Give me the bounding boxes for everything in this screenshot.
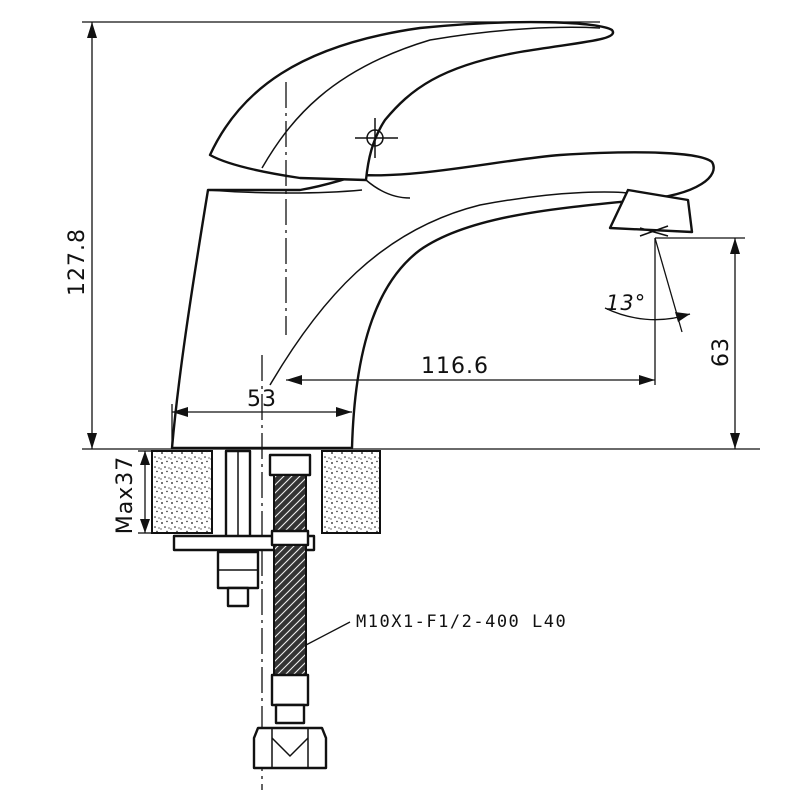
aerator-mark-1: [639, 225, 669, 237]
hose-ferrule: [270, 673, 310, 707]
spout-height-label: 63: [709, 337, 734, 367]
hose-collar: [270, 529, 310, 547]
spout-angle-label: 13°: [606, 291, 646, 315]
stud-end: [226, 586, 250, 608]
handle-edge: [261, 26, 601, 169]
deck-thickness-label: Max37: [113, 456, 138, 534]
aerator-body: [608, 188, 694, 234]
hose-spec-label: M10X1-F1/2-400 L40: [356, 612, 567, 632]
aerator: [608, 188, 694, 237]
dim-spout-reach: 116.6: [286, 354, 655, 385]
overall-height-label: 127.8: [65, 228, 90, 296]
faucet-pillar: [170, 151, 715, 450]
handle-cap-line: [365, 179, 411, 199]
spout-underside: [269, 191, 641, 386]
base-width-label: 53: [247, 387, 277, 412]
countertop-right: [321, 450, 381, 534]
hose-spec-callout: M10X1-F1/2-400 L40: [305, 612, 567, 646]
dim-spout-height: 63: [655, 237, 745, 449]
hose-nut: [252, 726, 328, 770]
dim-overall-height: 127.8: [65, 21, 600, 449]
hose-braid-lower: [273, 544, 307, 676]
body-collar: [207, 189, 363, 194]
hose-braid-upper: [273, 474, 307, 532]
dim-spout-angle: 13°: [604, 237, 691, 385]
handle-lever: [208, 20, 615, 182]
hose-neck: [274, 703, 306, 725]
dim-base-width: 53: [171, 387, 352, 448]
lever-handle: [208, 20, 615, 199]
faucet-body: [170, 151, 715, 450]
dim-deck-thickness: Max37: [113, 450, 152, 534]
countertop-section: [151, 450, 381, 534]
hose-fitting-top: [268, 453, 312, 477]
aerator-mark-2: [639, 227, 669, 237]
countertop-left: [151, 450, 213, 534]
spout-reach-label: 116.6: [421, 354, 489, 379]
flexible-hose: [252, 453, 328, 770]
